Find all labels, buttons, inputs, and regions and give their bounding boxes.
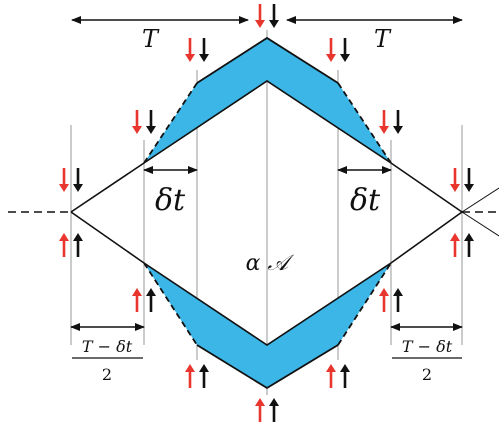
half-left-denominator: 2 — [102, 365, 112, 384]
shift-right-label: δt — [350, 183, 381, 218]
outer-trajectory — [196, 36, 339, 390]
outer-dashed-segments — [143, 82, 392, 346]
black-spin-arrow — [73, 233, 83, 257]
black-spin-arrow — [340, 364, 350, 388]
dimension-arrows — [70, 16, 463, 331]
red-spin-arrow — [132, 288, 142, 312]
red-spin-arrow — [185, 364, 195, 388]
black-spin-arrow — [340, 38, 350, 62]
red-spin-arrow — [379, 110, 389, 134]
crossing-lines-right — [461, 187, 499, 237]
half-left-numerator: T − δt — [82, 337, 133, 356]
period-left-label: T — [142, 25, 160, 53]
red-spin-arrow — [326, 364, 336, 388]
red-spin-arrow — [59, 168, 69, 192]
black-spin-arrow — [73, 168, 83, 192]
area-label: α 𝒜 — [246, 251, 295, 276]
red-spin-arrow — [255, 4, 265, 28]
inner-diamond — [70, 80, 463, 346]
red-spin-arrow — [450, 233, 460, 257]
red-spin-arrow — [326, 38, 336, 62]
black-spin-arrow — [393, 288, 403, 312]
period-right-label: T — [374, 25, 392, 53]
black-spin-arrow — [146, 288, 156, 312]
black-spin-arrow — [199, 38, 209, 62]
upper-shaded-area — [144, 38, 391, 163]
black-spin-arrow — [464, 233, 474, 257]
black-spin-arrow — [199, 364, 209, 388]
spin-arrow-pairs — [59, 4, 474, 422]
red-spin-arrow — [59, 233, 69, 257]
red-spin-arrow — [379, 288, 389, 312]
black-spin-arrow — [146, 110, 156, 134]
half-right-numerator: T − δt — [402, 337, 453, 356]
red-spin-arrow — [450, 168, 460, 192]
red-spin-arrow — [132, 110, 142, 134]
black-spin-arrow — [269, 4, 279, 28]
black-spin-arrow — [269, 398, 279, 422]
red-spin-arrow — [255, 398, 265, 422]
black-spin-arrow — [393, 110, 403, 134]
shift-left-label: δt — [155, 183, 186, 218]
lower-shaded-area — [144, 263, 391, 388]
shaded-areas — [144, 38, 391, 388]
half-right-denominator: 2 — [422, 365, 432, 384]
red-spin-arrow — [185, 38, 195, 62]
black-spin-arrow — [464, 168, 474, 192]
